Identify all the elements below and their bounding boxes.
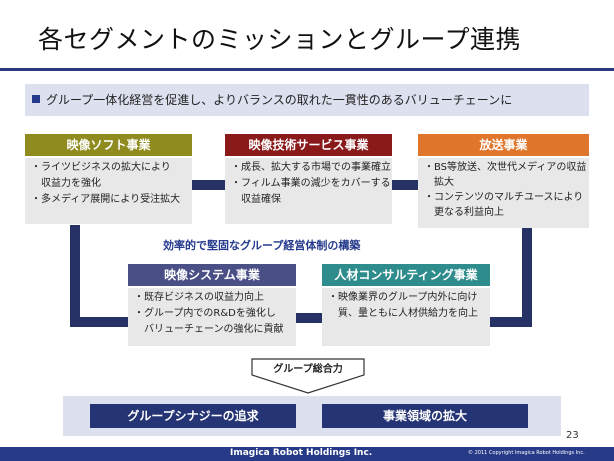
segment-line: 更なる利益向上	[424, 207, 504, 218]
segment-header-video-software: 映像ソフト事業	[25, 134, 192, 156]
connector-right-horizontal	[490, 317, 532, 327]
middle-caption: 効率的で堅固なグループ経営体制の構築	[163, 239, 361, 252]
segment-line: ・多メディア展開により受注拡大	[31, 194, 181, 205]
outcome-expansion: 事業領域の拡大	[322, 404, 528, 428]
segment-line: ・コンテンツのマルチユースにより	[424, 192, 584, 203]
footer-copyright: © 2011 Copyright Imagica Robot Holdings …	[468, 450, 585, 456]
title-rule	[0, 68, 614, 71]
segment-body-video-system: ・既存ビジネスの収益力向上 ・グループ内でのR&Dを強化し バリューチェーンの強…	[128, 288, 296, 346]
connector-left-vertical	[70, 225, 80, 327]
arrow-label: グループ総合力	[273, 364, 343, 375]
slide-title: 各セグメントのミッションとグループ連携	[38, 25, 522, 54]
page-number: 23	[566, 430, 579, 441]
segment-line: 収益確保	[231, 194, 281, 205]
segment-line: ・既存ビジネスの収益力向上	[134, 292, 264, 303]
footer-bar	[0, 447, 614, 461]
segment-line: ・映像業界のグループ内外に向け	[328, 292, 478, 303]
bullet-square-icon	[32, 95, 40, 103]
segment-header-video-tech: 映像技術サービス事業	[225, 134, 392, 156]
segment-line: ・グループ内でのR&Dを強化し	[134, 308, 276, 319]
segment-header-hr-consulting: 人材コンサルティング事業	[322, 264, 490, 286]
segment-body-broadcast: ・BS等放送、次世代メディアの収益 拡大 ・コンテンツのマルチユースにより 更な…	[418, 158, 589, 228]
segment-header-video-system: 映像システム事業	[128, 264, 296, 286]
segment-line: 質、量ともに人材供給力を向上	[328, 308, 478, 319]
segment-line: バリューチェーンの強化に貢献	[134, 324, 284, 335]
outcome-synergy: グループシナジーの追求	[90, 404, 296, 428]
segment-line: 拡大	[424, 177, 454, 188]
connector-left-horizontal	[70, 317, 130, 327]
down-arrow-icon	[251, 358, 365, 394]
segment-line: 収益力を強化	[31, 178, 101, 189]
footer-company: Imagica Robot Holdings Inc.	[230, 448, 373, 458]
segment-line: ・フィルム事業の減少をカバーする	[231, 178, 391, 189]
segment-line: ・成長、拡大する市場での事業確立	[231, 162, 391, 173]
segment-header-broadcast: 放送事業	[418, 134, 589, 156]
segment-body-video-software: ・ライツビジネスの拡大により 収益力を強化 ・多メディア展開により受注拡大	[25, 158, 192, 224]
segment-body-video-tech: ・成長、拡大する市場での事業確立 ・フィルム事業の減少をカバーする 収益確保	[225, 158, 392, 224]
connector-right-vertical	[522, 225, 532, 327]
subtitle-bar	[25, 84, 589, 116]
segment-line: ・BS等放送、次世代メディアの収益	[424, 162, 587, 173]
segment-body-hr-consulting: ・映像業界のグループ内外に向け 質、量ともに人材供給力を向上	[322, 288, 490, 346]
connector-top-left	[192, 180, 227, 190]
segment-line: ・ライツビジネスの拡大により	[31, 162, 171, 173]
subtitle-text: グループ一体化経営を促進し、よりバランスの取れた一貫性のあるバリューチェーンに	[46, 93, 513, 107]
connector-bottom-middle	[296, 313, 324, 323]
connector-top-right	[390, 180, 418, 190]
